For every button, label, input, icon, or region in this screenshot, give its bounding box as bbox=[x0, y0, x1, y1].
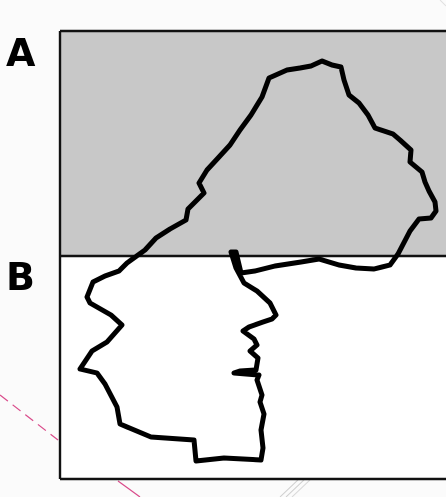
panel-b-region bbox=[60, 256, 446, 479]
gray-line-3 bbox=[291, 477, 313, 497]
pink-line-bottom bbox=[117, 480, 141, 497]
gray-line-2 bbox=[285, 477, 307, 497]
pink-dashed-line bbox=[0, 394, 59, 441]
corner-line bbox=[439, 0, 446, 7]
gray-line-1 bbox=[279, 477, 301, 497]
panel-b-label: B bbox=[6, 255, 35, 299]
hand-drawn-outline bbox=[77, 58, 439, 464]
panel-a-label: A bbox=[6, 31, 36, 75]
panel-a-region bbox=[60, 31, 446, 256]
